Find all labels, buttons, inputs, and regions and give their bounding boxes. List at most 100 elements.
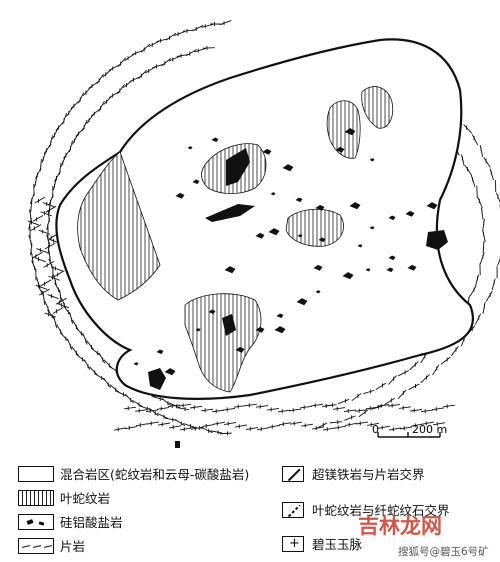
schist-tick	[60, 155, 67, 167]
schist-tick	[46, 234, 51, 247]
aluminosilicate-fragment	[365, 268, 371, 272]
schist-tick	[41, 151, 47, 163]
schist-tick	[59, 162, 62, 175]
aluminosilicate-fragment	[262, 148, 272, 155]
schist-tick	[491, 278, 496, 291]
schist-tick	[32, 215, 44, 222]
aluminosilicate-fragment	[175, 192, 185, 199]
schist-tick	[321, 403, 335, 408]
schist-tick	[156, 406, 170, 411]
schist-tick	[495, 192, 500, 204]
watermark-logo: 吉林龙网	[358, 514, 442, 538]
schist-tick	[255, 404, 269, 409]
schist-tick	[409, 361, 419, 371]
legend-label: 叶蛇纹岩与纤蛇纹石交界	[312, 503, 450, 518]
aluminosilicate-fragment	[235, 346, 245, 353]
legend-item-serpentine-boundary: 叶蛇纹岩与纤蛇纹石交界	[282, 500, 450, 519]
schist-tick	[53, 270, 65, 277]
schist-tick	[134, 408, 148, 413]
solid-line-icon	[282, 465, 304, 482]
schist-tick	[489, 168, 494, 181]
schist-tick	[56, 324, 64, 336]
schist-tick	[86, 340, 95, 351]
schist-tick	[145, 408, 159, 413]
aluminosilicate-body	[426, 230, 448, 250]
schist-tick	[30, 224, 42, 231]
vertical-hatch-icon	[18, 489, 54, 506]
schist-tick	[108, 64, 120, 71]
schist-tick	[168, 55, 181, 62]
schist-tick	[47, 293, 59, 300]
geologic-map: 0 200 m	[27, 19, 500, 448]
schist-tick	[86, 113, 95, 124]
schist-tick	[161, 58, 172, 67]
schist-tick	[398, 405, 412, 410]
schist-tick	[174, 30, 186, 37]
schist-tick	[351, 393, 362, 402]
schist-ticks-icon	[18, 537, 54, 554]
schist-tick	[48, 275, 60, 281]
legend-label: 碧玉玉脉	[312, 537, 363, 552]
aluminosilicate-body	[226, 148, 250, 186]
schist-tick	[27, 220, 40, 226]
foliated-serpentinite-west	[77, 151, 161, 301]
schist-tick	[42, 201, 55, 208]
schist-tick	[77, 92, 85, 104]
schist-tick	[367, 422, 379, 427]
schist-tick	[55, 297, 67, 305]
schist-tick	[62, 112, 68, 125]
schist-tick	[43, 143, 52, 155]
watermark-source: 搜狐号@碧玉6号矿	[398, 546, 489, 558]
schist-tick	[158, 422, 170, 427]
schist-tick	[387, 403, 401, 408]
schist-tick	[268, 424, 280, 429]
schist-tick	[38, 229, 51, 235]
schist-tick	[400, 426, 412, 431]
schist-tick	[463, 124, 473, 134]
schist-tick	[44, 301, 51, 313]
aluminosilicate-fragment	[318, 237, 326, 243]
aluminosilicate-fragment	[407, 264, 417, 271]
schist-tick	[51, 266, 63, 272]
schist-tick	[55, 121, 65, 131]
schist-tick	[375, 382, 387, 390]
schist-tick	[329, 420, 342, 425]
aluminosilicate-fragment	[426, 202, 438, 210]
aluminosilicate-fragment	[369, 226, 375, 230]
schist-tick	[219, 19, 232, 26]
plain-box-icon	[18, 465, 54, 482]
aluminosilicate-fragment	[133, 362, 139, 366]
schist-tick	[90, 108, 101, 117]
schist-tick	[485, 290, 493, 302]
schist-tick	[233, 404, 247, 409]
schist-tick	[35, 284, 48, 290]
schist-tick	[82, 86, 92, 97]
schist-tick	[66, 106, 74, 117]
legend-label: 混合岩区(蛇纹岩和云母-碳酸盐岩)	[60, 467, 250, 482]
aluminosilicate-fragment	[208, 309, 216, 315]
aluminosilicate-fragment	[255, 326, 265, 333]
schist-tick	[131, 50, 144, 56]
schist-tick	[354, 408, 368, 413]
aluminosilicate-fragment	[276, 313, 284, 319]
plus-icon	[282, 535, 304, 552]
dashed-line-icon	[282, 501, 304, 518]
legend-item-jade-vein: 碧玉玉脉	[282, 534, 362, 553]
schist-tick	[201, 24, 214, 29]
aluminosilicate-fragment	[282, 164, 294, 172]
schist-tick	[389, 427, 401, 432]
schist-tick	[122, 79, 133, 89]
scale-value-label: 200 m	[412, 423, 447, 436]
legend-item-schist: 片岩	[18, 536, 85, 555]
schist-tick	[279, 422, 291, 427]
aluminosilicate-fragment	[164, 368, 176, 376]
schist-tick	[481, 207, 484, 220]
schist-tick	[432, 364, 440, 376]
schist-tick	[219, 431, 232, 436]
schist-tick	[182, 28, 195, 33]
schist-tick	[376, 403, 390, 408]
schist-tick	[323, 427, 335, 432]
schist-tick	[310, 403, 324, 408]
schist-tick	[442, 404, 456, 409]
schist-tick	[48, 250, 51, 263]
